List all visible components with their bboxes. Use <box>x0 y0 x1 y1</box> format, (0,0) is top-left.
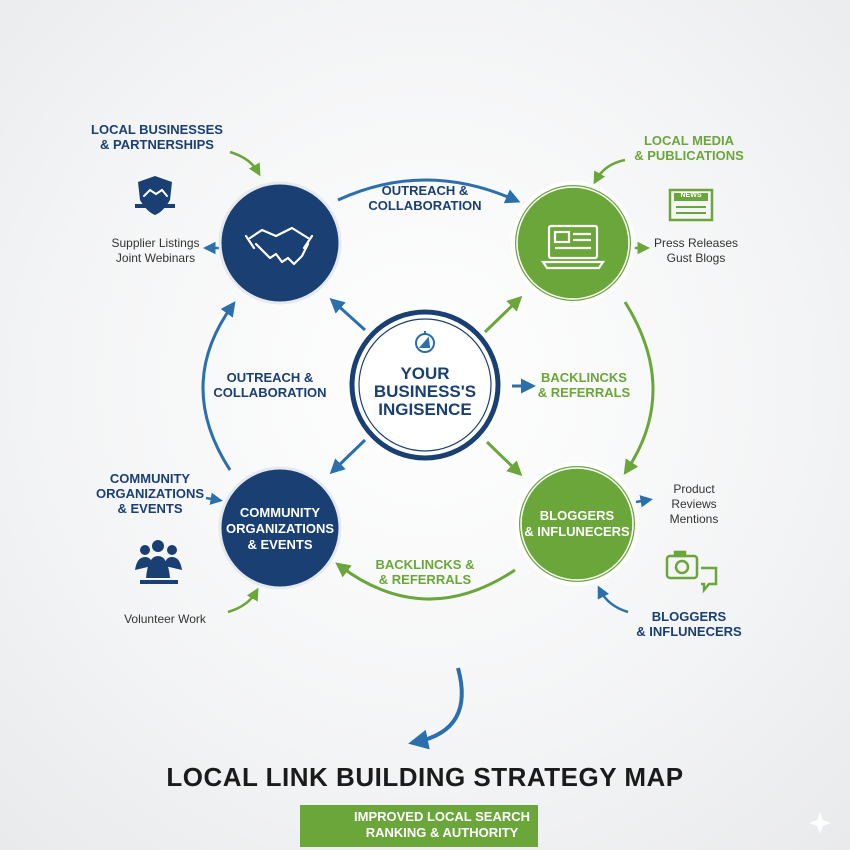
circle-top-left <box>218 181 342 305</box>
community-icon <box>135 540 182 584</box>
circle-top-right <box>511 181 635 305</box>
result-text: IMPROVED LOCAL SEARCH RANKING & AUTHORIT… <box>354 809 530 840</box>
circle-bottom-right-ring <box>520 467 634 581</box>
arc-top <box>337 178 521 204</box>
page-title: LOCAL LINK BUILDING STRATEGY MAP <box>166 762 684 792</box>
laptop-icon <box>540 224 606 270</box>
circle-bloggers-text: BLOGGERS & INFLUNECERS <box>524 508 630 539</box>
flow-left-label: OUTREACH & COLLABORATION <box>213 370 327 400</box>
sparkle-icon <box>809 812 831 834</box>
spoke-top-left <box>329 297 367 332</box>
result-banner: IMPROVED LOCAL SEARCH RANKING & AUTHORIT… <box>300 805 538 847</box>
handshake-icon <box>244 226 314 266</box>
circle-top-right-ring <box>516 186 630 300</box>
arrow-br-out <box>635 495 653 508</box>
details-bloggers: Product Reviews Mentions <box>669 482 719 526</box>
spoke-bottom-right <box>485 440 523 477</box>
arc-right <box>623 301 655 476</box>
center-circle-inner <box>358 318 492 452</box>
flow-bottom-label: BACKLINCKS & & REFERRALS <box>375 557 475 587</box>
flow-top-label: OUTREACH & COLLABORATION <box>368 183 482 213</box>
newspaper-badge: NEWS <box>680 192 702 199</box>
arrow-tr-in <box>593 158 626 185</box>
result-arrow <box>408 667 464 750</box>
label-bloggers: BLOGGERS & INFLUNECERS <box>636 609 742 639</box>
newspaper-icon <box>668 188 714 222</box>
arrow-bl-in <box>205 492 223 505</box>
details-community: Volunteer Work <box>124 612 206 626</box>
camera-chat-icon <box>665 550 718 594</box>
label-community: COMMUNITY ORGANIZATIONS & EVENTS <box>95 471 205 516</box>
center-circle <box>349 309 501 461</box>
arc-bottom <box>335 562 516 601</box>
shield-handshake-icon <box>135 176 175 215</box>
arrow-br-in <box>597 585 629 614</box>
label-local-businesses: LOCAL BUSINESSES & PARTNERSHIPS <box>91 122 223 152</box>
arrow-tl-in <box>229 150 261 177</box>
spoke-top-right <box>483 295 523 334</box>
label-local-media: LOCAL MEDIA & PUBLICATIONS <box>634 133 744 163</box>
arc-left <box>201 301 236 471</box>
compass-icon <box>415 331 435 353</box>
circle-community-text: COMMUNITY ORGANIZATIONS & EVENTS <box>226 505 335 552</box>
circle-bottom-right <box>515 462 639 586</box>
arrow-bl-out <box>227 587 259 614</box>
flow-right-label: BACKLINCKS & REFERRALS <box>537 370 631 400</box>
circle-bottom-left <box>218 466 342 590</box>
details-local-media: Press Releases Gust Blogs <box>653 236 739 265</box>
center-text: YOUR BUSINESS'S INGISENCE <box>373 364 477 419</box>
details-local-businesses: Supplier Listings Joint Webinars <box>111 236 200 265</box>
spoke-bottom-left <box>329 438 367 475</box>
